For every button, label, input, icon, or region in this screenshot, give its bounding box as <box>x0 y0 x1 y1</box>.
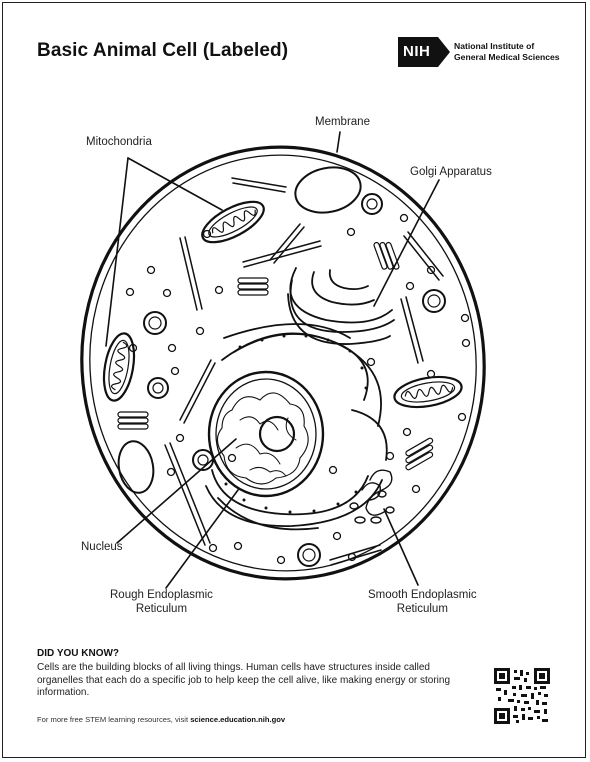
page-title: Basic Animal Cell (Labeled) <box>37 40 289 61</box>
qr-code-icon[interactable] <box>494 668 550 724</box>
label-rough-er-line1: Rough Endoplasmic <box>110 589 213 601</box>
vacuole <box>294 166 362 214</box>
nih-name-line2: General Medical Sciences <box>454 52 560 62</box>
label-rough-er-line2: Reticulum <box>135 603 188 615</box>
label-smooth-er-line2: Reticulum <box>396 603 448 615</box>
nih-institute-name: National Institute of General Medical Sc… <box>454 41 560 63</box>
did-you-know-text: Cells are the building blocks of all liv… <box>37 662 451 698</box>
mitochondrion-right <box>393 375 463 409</box>
nucleus <box>207 370 325 498</box>
nih-name-line1: National Institute of <box>454 41 535 51</box>
label-golgi-apparatus: Golgi Apparatus <box>410 166 492 178</box>
label-smooth-er-line1: Smooth Endoplasmic <box>368 589 477 601</box>
leader-lines <box>105 131 440 589</box>
smooth-er <box>349 469 395 524</box>
rough-er <box>205 323 388 531</box>
cell-membrane-inner <box>89 154 477 572</box>
cytoskeleton <box>164 177 444 566</box>
lysosomes <box>125 213 471 565</box>
label-membrane: Membrane <box>315 116 370 128</box>
centriole-top <box>237 241 400 296</box>
golgi-apparatus <box>287 267 395 345</box>
mitochondrion-top <box>201 200 265 244</box>
rough-er-ribosomes <box>224 334 368 514</box>
label-rough-er: Rough Endoplasmic Reticulum <box>110 588 213 616</box>
footer-link[interactable]: science.education.nih.gov <box>190 715 286 724</box>
label-mitochondria: Mitochondria <box>86 136 152 148</box>
nih-logo-icon: NIH <box>398 37 450 67</box>
nih-logo[interactable]: NIH National Institute of General Medica… <box>398 37 560 67</box>
nih-badge-text: NIH <box>403 43 431 60</box>
footer-note: For more free STEM learning resources, v… <box>37 715 285 724</box>
mitochondrion-left <box>102 332 136 402</box>
did-you-know-heading: DID YOU KNOW? <box>37 648 120 659</box>
nucleolus <box>258 415 296 453</box>
label-nucleus: Nucleus <box>81 541 123 553</box>
footer-prefix: For more free STEM learning resources, v… <box>37 715 191 724</box>
animal-cell-diagram <box>80 131 486 589</box>
label-smooth-er: Smooth Endoplasmic Reticulum <box>368 588 477 616</box>
vacuole-left <box>117 440 155 494</box>
centriole-left <box>117 411 434 471</box>
cell-membrane-outer <box>80 145 486 581</box>
